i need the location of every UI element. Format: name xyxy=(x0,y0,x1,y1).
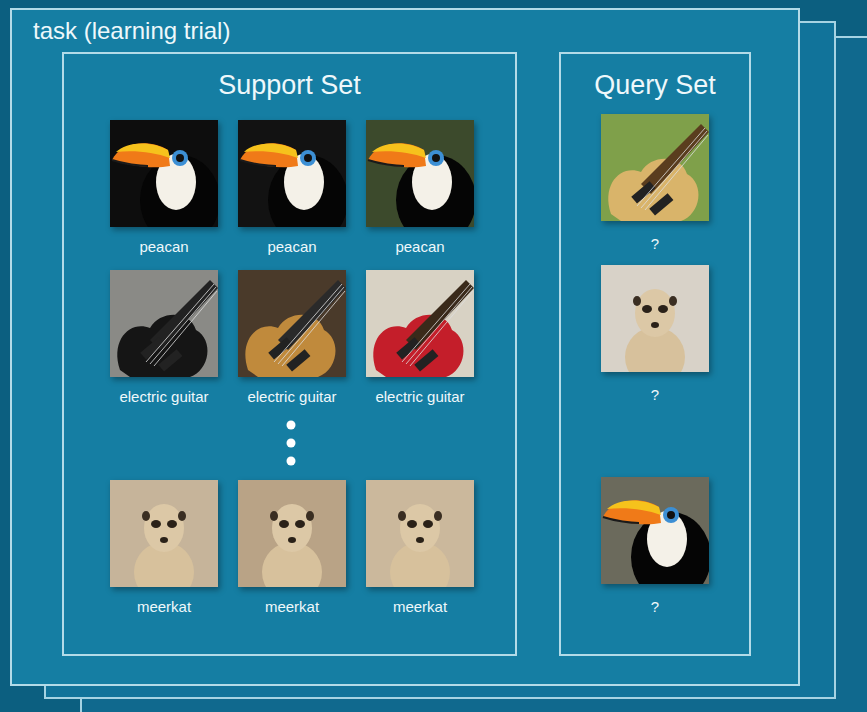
query-set-box: Query Set??? xyxy=(559,52,751,656)
support-image-tile: electric guitar xyxy=(100,270,228,408)
class-label: meerkat xyxy=(228,491,356,616)
photo xyxy=(238,270,346,377)
class-label: peacan xyxy=(228,131,356,256)
heading: Query Set xyxy=(561,69,749,101)
heading: task (learning trial) xyxy=(33,17,230,45)
query-label: ? xyxy=(591,128,719,253)
class-label: electric guitar xyxy=(356,281,484,406)
query-label: ? xyxy=(591,491,719,616)
support-image-tile: meerkat xyxy=(100,480,228,618)
photo xyxy=(110,480,218,587)
class-label: electric guitar xyxy=(100,281,228,406)
class-label: meerkat xyxy=(356,491,484,616)
support-set-box: Support Setpeacanpeacanpeacanelectric gu… xyxy=(62,52,517,656)
class-label: electric guitar xyxy=(228,281,356,406)
support-image-tile: electric guitar xyxy=(228,270,356,408)
photo xyxy=(238,120,346,227)
photo xyxy=(366,120,474,227)
support-image-tile: electric guitar xyxy=(356,270,484,408)
support-image-tile: peacan xyxy=(356,120,484,258)
support-image-tile: peacan xyxy=(228,120,356,258)
task-frame: task (learning trial)Support Setpeacanpe… xyxy=(10,8,800,686)
support-image-tile: peacan xyxy=(100,120,228,258)
support-image-tile: meerkat xyxy=(356,480,484,618)
class-label: peacan xyxy=(100,131,228,256)
ellipsis-dots xyxy=(285,419,297,467)
support-image-tile: meerkat xyxy=(228,480,356,618)
class-label: meerkat xyxy=(100,491,228,616)
photo xyxy=(601,114,709,221)
photo xyxy=(366,480,474,587)
query-image-tile: ? xyxy=(591,477,719,618)
photo xyxy=(238,480,346,587)
query-label: ? xyxy=(591,279,719,404)
class-label: peacan xyxy=(356,131,484,256)
query-image-tile: ? xyxy=(591,265,719,406)
photo xyxy=(110,120,218,227)
photo xyxy=(601,265,709,372)
photo xyxy=(601,477,709,584)
query-image-tile: ? xyxy=(591,114,719,255)
photo xyxy=(110,270,218,377)
heading: Support Set xyxy=(64,69,515,101)
photo xyxy=(366,270,474,377)
